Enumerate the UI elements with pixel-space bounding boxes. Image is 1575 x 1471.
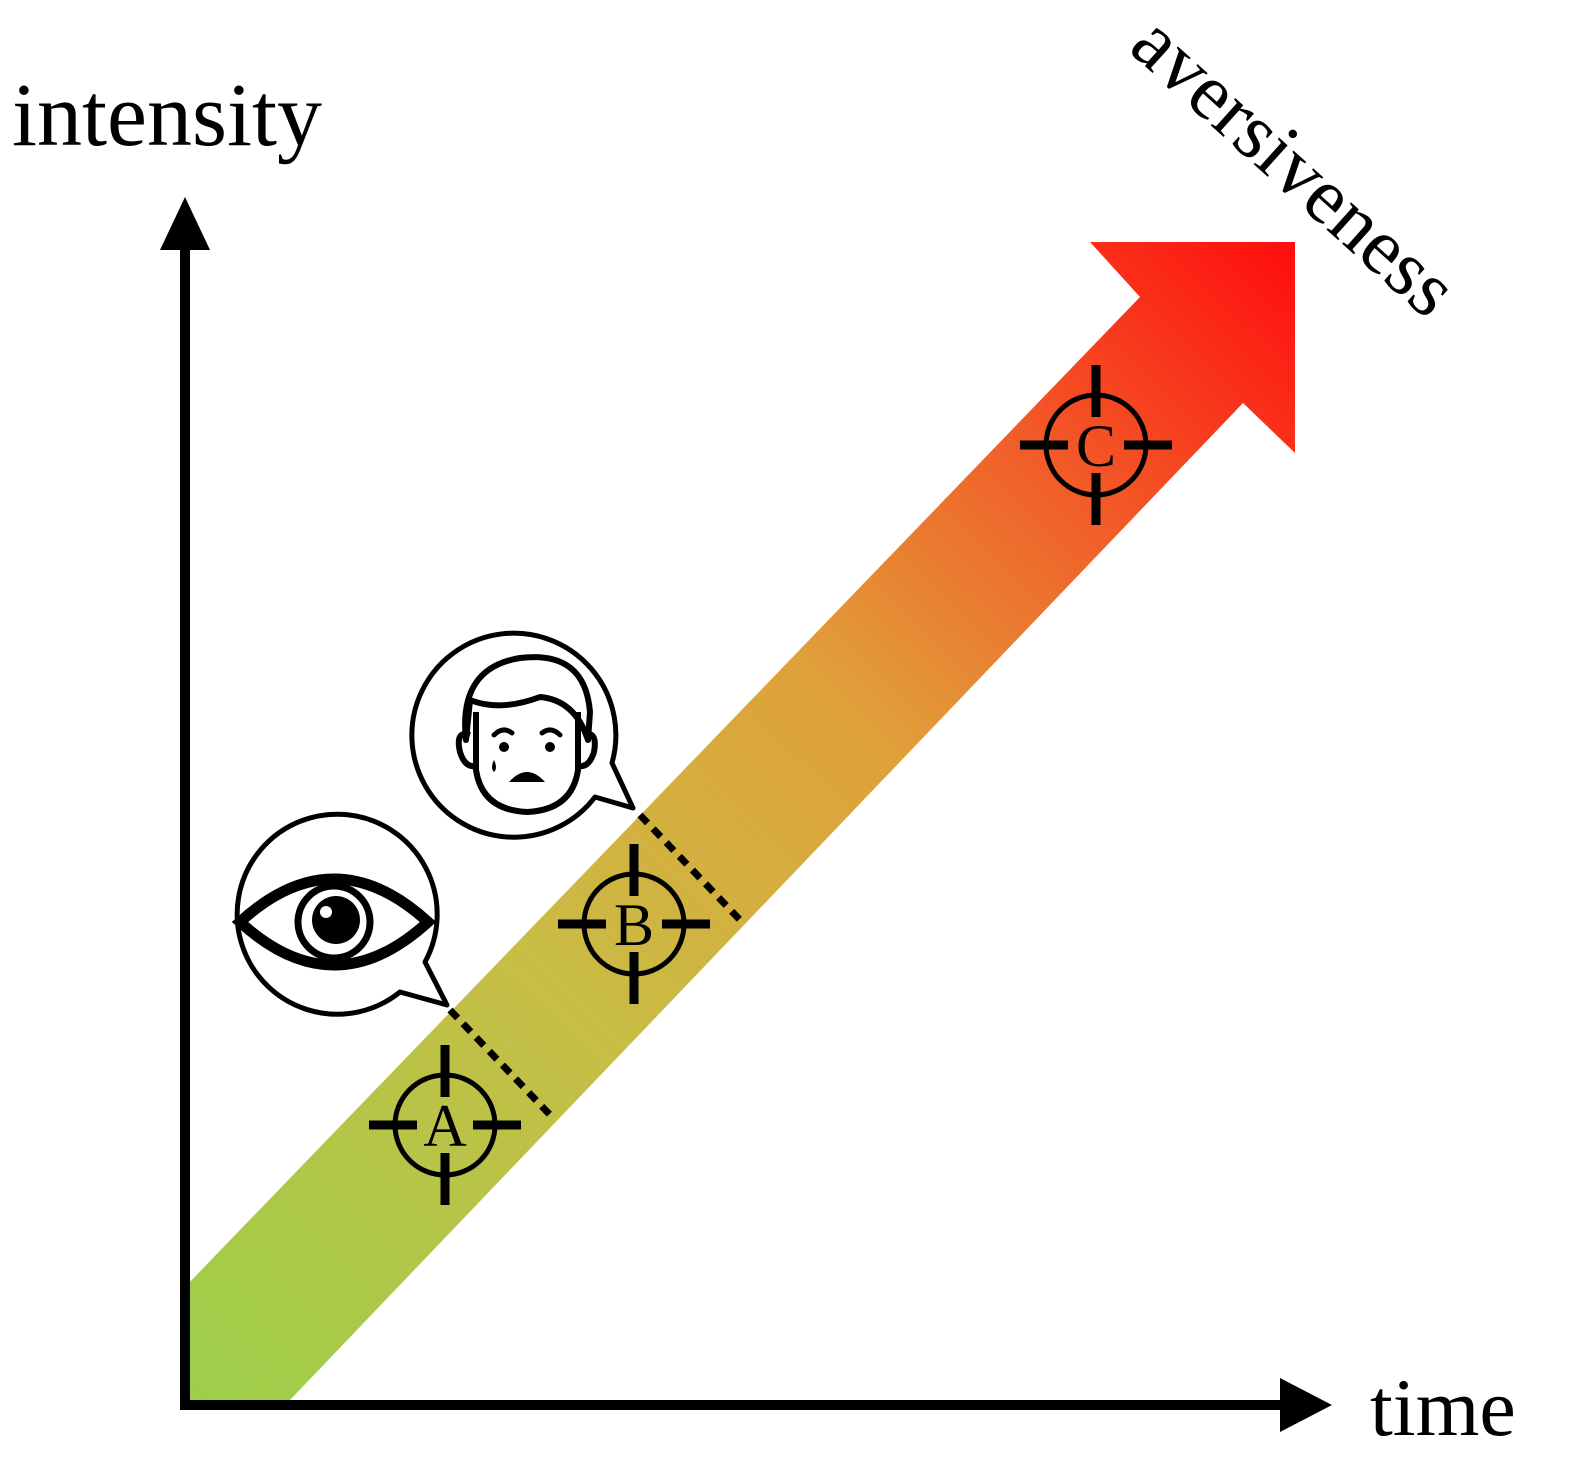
face-bubble xyxy=(409,630,636,840)
worried-face-icon xyxy=(455,654,598,816)
marker-a: A xyxy=(369,1045,521,1205)
marker-b: B xyxy=(558,844,710,1004)
x-axis-arrowhead xyxy=(1280,1378,1332,1432)
x-axis-label: time xyxy=(1370,1362,1516,1453)
y-axis-label: intensity xyxy=(12,66,322,165)
divider-b-c xyxy=(637,812,743,923)
y-axis-arrowhead xyxy=(160,197,210,250)
divider-a-b xyxy=(447,1007,556,1121)
marker-c-label: C xyxy=(1076,413,1116,479)
marker-b-label: B xyxy=(614,892,654,958)
marker-a-label: A xyxy=(423,1093,466,1159)
eye-icon xyxy=(231,873,437,971)
eye-bubble xyxy=(231,811,450,1017)
marker-c: C xyxy=(1020,365,1172,525)
aversiveness-arrow xyxy=(185,242,1295,1400)
